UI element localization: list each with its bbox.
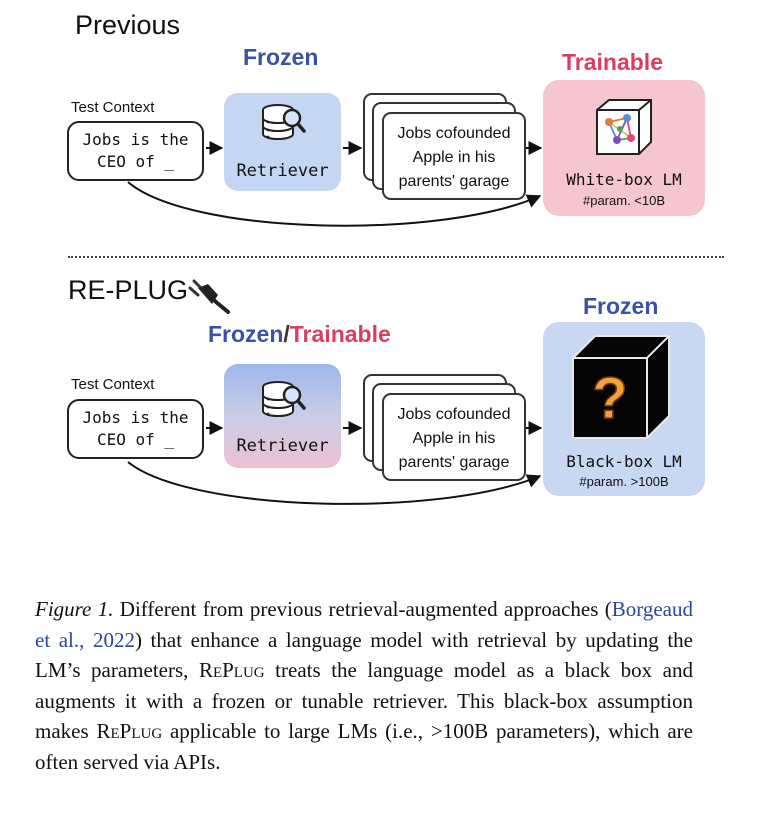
doc-line-3: parents' garage [398,173,510,190]
doc-line-1: Jobs cofounded [397,125,511,142]
caption-text-4: applicable to large LMs (i.e., >100B par… [35,719,693,774]
white-box-lm: White-box LM #param. <10B [543,80,705,216]
status-trainable-part: Trainable [289,321,391,347]
test-context-label: Test Context [71,376,155,393]
replug-name: RePlug [198,658,265,682]
database-search-icon [262,104,306,141]
section-divider [68,256,724,258]
section-title-replug: RE-PLUG [68,275,189,305]
caption-text-1: Different from previous retrieval-augmen… [113,597,612,621]
query-box: Jobs is the CEO of _ [67,399,204,459]
arrow-query-to-lm-top [127,181,542,227]
query-line-1: Jobs is the [82,130,189,149]
lm-name: White-box LM [566,170,682,189]
query-line-2: CEO of _ [96,152,175,171]
figure-caption: Figure 1. Different from previous retrie… [35,594,693,777]
question-mark: ? [592,366,627,431]
figure-label: Figure 1. [35,597,114,621]
connector-arrows [127,141,543,505]
replug-name: RePlug [96,719,163,743]
retriever-status-frozen: Frozen [243,44,319,70]
status-frozen-part: Frozen [208,321,284,347]
query-box: Jobs is the CEO of _ [67,121,204,181]
citation-link[interactable]: Borgeaud et al., 2022 [35,597,693,652]
retriever-status-frozen-trainable: Frozen/Trainable [208,321,391,348]
doc-line-2: Apple in his [412,149,496,166]
plug-icon [188,279,230,314]
query-line-1: Jobs is the [82,408,189,427]
lm-status-frozen: Frozen [583,293,659,319]
status-slash: / [283,321,290,347]
query-line-2: CEO of _ [96,430,175,449]
transparent-cube-network-icon [596,99,652,155]
lm-name: Black-box LM [566,452,682,471]
retriever-label: Retriever [236,436,329,456]
doc-line-2: Apple in his [412,430,496,447]
retriever-box-gradient: Retriever [224,364,341,468]
doc-line-1: Jobs cofounded [397,406,511,423]
doc-card-front: Jobs cofounded Apple in his parents' gar… [382,393,526,481]
retriever-label: Retriever [236,161,329,181]
lm-status-trainable: Trainable [562,49,663,75]
retriever-box: Retriever [224,93,341,191]
doc-card-front: Jobs cofounded Apple in his parents' gar… [382,112,526,200]
test-context-label: Test Context [71,99,155,116]
arrow-query-to-lm-bottom [127,461,542,505]
black-cube-question-icon: ? [572,335,670,439]
lm-param-count: #param. >100B [579,474,669,489]
doc-line-3: parents' garage [398,454,510,471]
section-title-previous: Previous [75,10,181,40]
caption-text-3: treats the language model as a black box… [35,658,694,743]
database-search-icon [262,381,306,418]
lm-param-count: #param. <10B [582,193,666,208]
black-box-lm: ? Black-box LM #param. >100B [543,322,705,496]
caption-text-2: ) that enhance a language model with ret… [35,627,694,683]
